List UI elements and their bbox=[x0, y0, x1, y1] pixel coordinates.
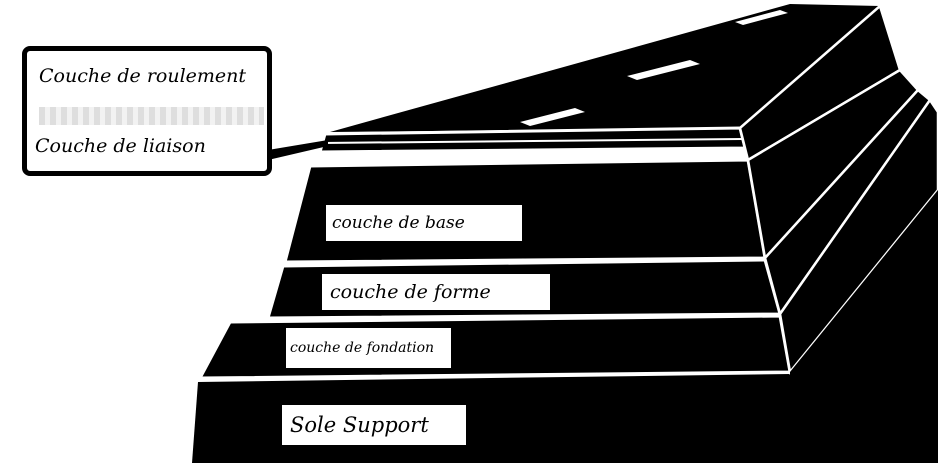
label-couche-forme: couche de forme bbox=[322, 274, 550, 310]
label-couche-liaison: Couche de liaison bbox=[35, 135, 206, 157]
label-couche-roulement: Couche de roulement bbox=[39, 65, 246, 87]
erased-text-smudge bbox=[39, 107, 264, 125]
label-couche-base: couche de base bbox=[326, 205, 522, 241]
label-couche-fondation: couche de fondation bbox=[286, 328, 451, 368]
callout-box: Couche de roulement Couche de liaison bbox=[22, 46, 272, 176]
label-sole-support: Sole Support bbox=[282, 405, 466, 445]
